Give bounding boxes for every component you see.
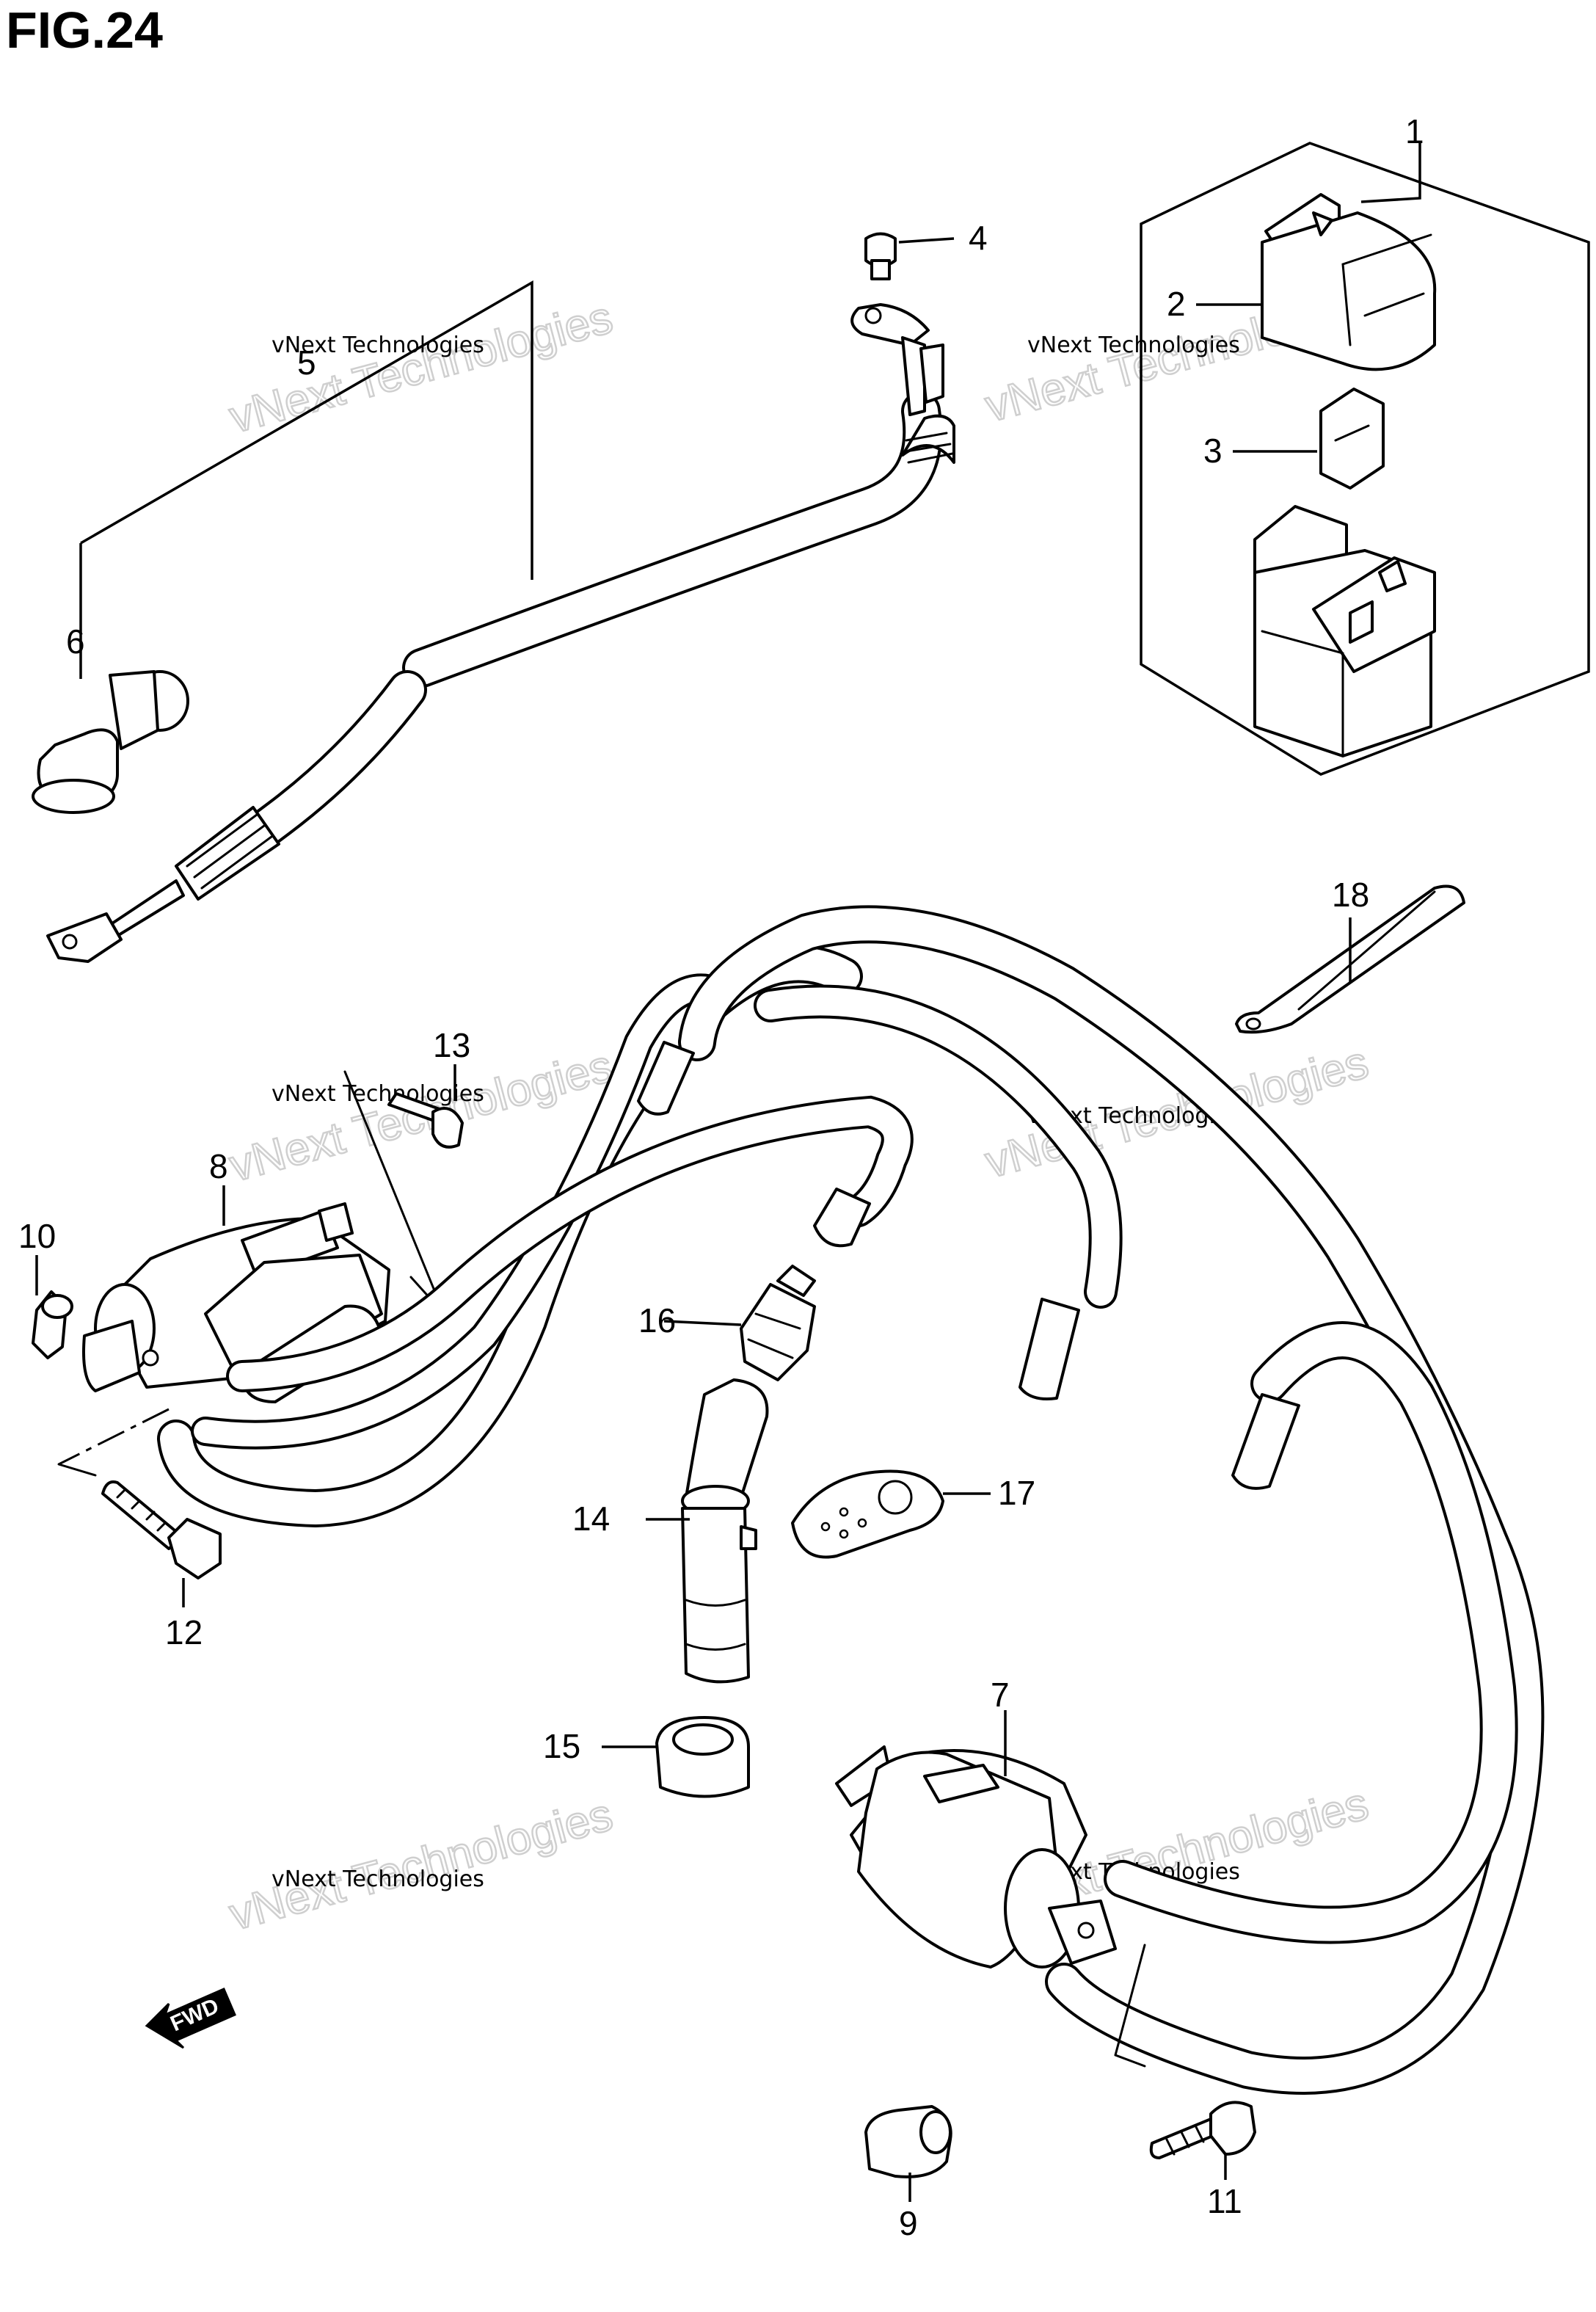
callout-8: 8 — [209, 1147, 228, 1185]
callout-5: 5 — [297, 343, 316, 382]
callout-18: 18 — [1332, 876, 1369, 914]
watermark-text: vNext Technologies — [272, 332, 484, 358]
callout-9: 9 — [899, 2204, 918, 2242]
callout-leaders — [35, 143, 1421, 2202]
battery-cable-part-5[interactable] — [46, 303, 955, 963]
spark-plug-cap-part-14[interactable] — [681, 1378, 769, 1684]
relay-cover-part-2[interactable] — [1261, 193, 1437, 371]
callout-4: 4 — [969, 219, 988, 257]
callout-10: 10 — [18, 1217, 56, 1255]
starter-relay-body[interactable] — [1253, 505, 1436, 757]
wire-5-bracket — [80, 280, 533, 580]
high-tension-cords — [157, 905, 1545, 2095]
callout-12: 12 — [165, 1613, 203, 1651]
callout-2: 2 — [1167, 285, 1186, 323]
insulator-plate-part-17[interactable] — [791, 1469, 944, 1559]
callout-6: 6 — [66, 622, 85, 661]
callout-7: 7 — [991, 1676, 1010, 1714]
watermark-text: vNext Technologies — [272, 1866, 484, 1892]
callout-11: 11 — [1207, 2182, 1242, 2220]
ignition-coil-part-7[interactable] — [835, 1745, 1146, 2068]
assembly-1-bracket — [1140, 142, 1590, 776]
callout-13: 13 — [433, 1026, 470, 1064]
figure-title: FIG.24 — [6, 1, 163, 59]
cord-connector-part-16[interactable] — [740, 1265, 816, 1381]
spacer-part-9[interactable] — [864, 2105, 952, 2178]
callout-17: 17 — [998, 1474, 1035, 1512]
watermark-text: vNext Technologies — [225, 292, 618, 443]
callout-15: 15 — [543, 1727, 580, 1765]
bolt-part-13[interactable] — [387, 1092, 464, 1149]
fuse-part-3[interactable] — [1319, 388, 1385, 490]
bolt-part-11[interactable] — [1149, 2101, 1256, 2159]
cap-seal-part-15[interactable] — [655, 1716, 750, 1798]
callout-3: 3 — [1203, 432, 1222, 470]
forward-arrow-icon: FWD — [145, 1988, 236, 2049]
watermark-text: vNext Technologies — [272, 1081, 484, 1107]
callout-1: 1 — [1405, 112, 1424, 150]
watermark-text: vNext Technologies — [225, 1789, 618, 1941]
watermark-text: vNext Technologies — [1027, 332, 1240, 358]
spacer-part-10[interactable] — [32, 1290, 73, 1359]
bolt-part-12[interactable] — [101, 1480, 222, 1579]
callout-16: 16 — [638, 1301, 676, 1339]
callout-14: 14 — [572, 1499, 610, 1538]
terminal-cap-part-6[interactable] — [32, 670, 189, 814]
bolt-part-4[interactable] — [864, 232, 897, 280]
